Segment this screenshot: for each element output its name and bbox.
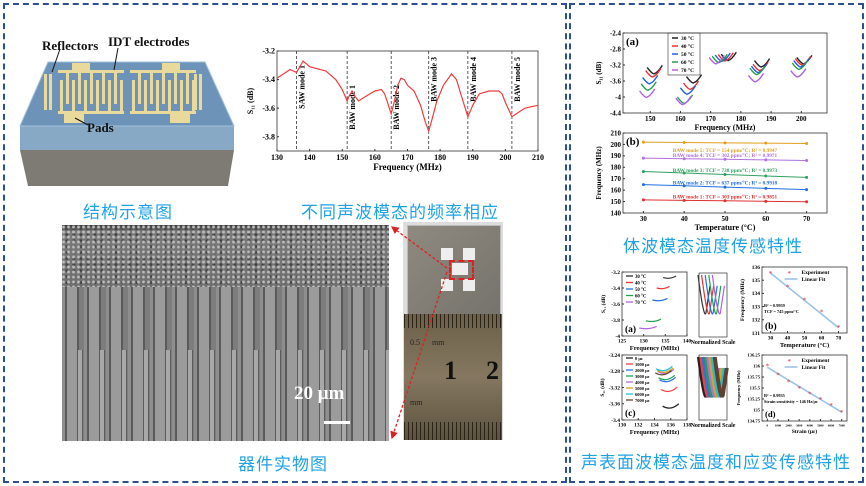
idt-electrodes-label: IDT electrodes	[108, 34, 190, 49]
substrate-front	[20, 150, 234, 186]
pads-label: Pads	[87, 120, 114, 135]
idt-finger	[174, 72, 177, 104]
reflectors-label: Reflectors	[42, 38, 99, 53]
idt-finger	[90, 72, 93, 104]
chip	[407, 225, 501, 315]
film-front	[20, 126, 234, 150]
busbar	[58, 111, 124, 114]
idt-finger	[102, 72, 105, 104]
idt-finger	[96, 80, 99, 112]
reflectors-pointer	[51, 48, 61, 73]
idt-finger	[114, 72, 117, 104]
idt-electrodes	[44, 47, 202, 126]
idt-finger	[132, 80, 135, 112]
ruler-number-1: 1	[444, 356, 457, 385]
scale-bar	[324, 421, 350, 424]
scale-bar-label: 20 μm	[294, 383, 345, 404]
idt-finger	[120, 80, 123, 112]
ruler-number-2: 2	[486, 356, 499, 385]
ruler-mm-top: mm	[432, 338, 445, 347]
ruler: 0.5 mm 1 2 mm	[404, 314, 502, 440]
pad	[441, 279, 453, 291]
idt-finger	[66, 72, 69, 104]
pad	[170, 114, 190, 123]
sem-image: 20 μm	[62, 225, 389, 441]
pad	[441, 248, 453, 260]
right-panel-border	[569, 3, 864, 483]
idt-finger	[192, 80, 195, 112]
idt-finger	[156, 80, 159, 112]
idt-finger	[84, 80, 87, 112]
ruler-half-label: 0.5	[410, 338, 420, 347]
idt-finger	[162, 72, 165, 104]
idt-finger	[108, 80, 111, 112]
pad	[463, 279, 475, 291]
pad	[72, 63, 90, 71]
busbar	[130, 70, 196, 73]
left-panel-border	[3, 3, 567, 483]
pads-pointer	[74, 117, 89, 126]
device-caption: 器件实物图	[238, 455, 328, 475]
idt-finger	[168, 80, 171, 112]
reflector-strip	[44, 74, 47, 110]
bulk-wave-caption: 体波模态温度传感特性	[623, 237, 803, 257]
sem-busbar	[62, 225, 389, 295]
pad	[162, 63, 180, 71]
reflector-strip	[199, 74, 202, 110]
pad	[452, 263, 468, 275]
ruler-mm-bottom: mm	[410, 398, 423, 407]
reflector-strip	[49, 74, 52, 110]
idt-finger	[78, 72, 81, 104]
idt-finger	[186, 72, 189, 104]
idt-finger	[180, 80, 183, 112]
saw-caption: 声表面波模态温度和应变传感特性	[581, 453, 851, 473]
device-schematic	[19, 47, 235, 186]
idt-finger	[72, 80, 75, 112]
schematic-caption: 结构示意图	[83, 203, 173, 223]
pad	[64, 114, 84, 123]
reflector-strip	[194, 74, 197, 110]
busbar	[58, 70, 124, 73]
idt-pointer	[113, 47, 119, 71]
selection-box	[449, 260, 474, 280]
frequency-response-caption: 不同声波模态的频率相应	[301, 203, 499, 223]
idt-finger	[144, 80, 147, 112]
idt-finger	[60, 80, 63, 112]
idt-finger	[138, 72, 141, 104]
sem-lower-fingers	[62, 350, 389, 441]
device-photo: 0.5 mm 1 2 mm	[403, 222, 503, 440]
pad	[463, 248, 475, 260]
idt-finger	[150, 72, 153, 104]
busbar	[130, 111, 196, 114]
